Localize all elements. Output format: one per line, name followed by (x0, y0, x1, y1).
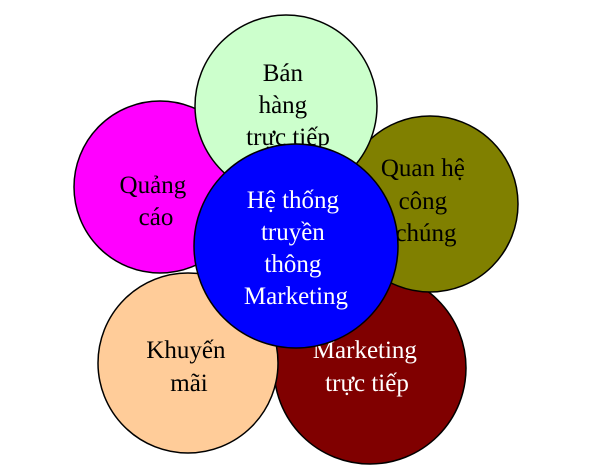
center-label: Hệ thống truyền thông Marketing (244, 187, 349, 310)
quang-cao-label: Quảng cáo (120, 172, 193, 231)
quan-he-cong-chung-label: Quan hệ công chúng (381, 155, 471, 247)
center-circle (193, 143, 399, 349)
ban-hang-truc-tiep-label: Bán hàng trực tiếp (246, 60, 330, 151)
node-center: Hệ thống truyền thông Marketing (193, 143, 399, 349)
khuyen-mai-label: Khuyến mãi (146, 337, 231, 397)
